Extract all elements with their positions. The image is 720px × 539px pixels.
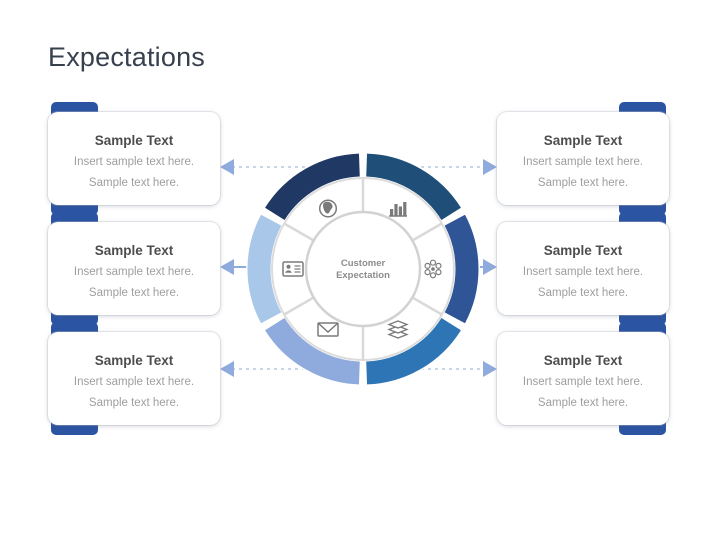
globe-icon xyxy=(318,199,338,218)
segment-divider xyxy=(410,295,443,316)
card-title: Sample Text xyxy=(543,353,623,368)
bar-chart-icon xyxy=(389,202,407,217)
card-text-line: Sample text here. xyxy=(537,287,629,299)
atom-icon xyxy=(424,259,442,279)
id-card-icon xyxy=(282,261,304,277)
hub-circle[interactable] xyxy=(304,210,422,328)
connector-solid-middle-left xyxy=(233,266,249,268)
hub-title-line1: Customer xyxy=(341,258,386,269)
ring-segment-top-right[interactable] xyxy=(365,153,461,221)
card-title: Sample Text xyxy=(94,133,174,148)
envelope-icon xyxy=(317,322,339,337)
ring-segment-bottom-right[interactable] xyxy=(365,317,461,385)
card-text-line: Insert sample text here. xyxy=(522,376,644,388)
card-title: Sample Text xyxy=(543,133,623,148)
stack-icon xyxy=(387,320,409,339)
card-text-line: Insert sample text here. xyxy=(73,266,195,278)
expectation-wheel: Customer Expectation xyxy=(246,152,480,386)
card-right-top[interactable]: Sample Text Insert sample text here. Sam… xyxy=(497,102,669,215)
card-title: Sample Text xyxy=(543,243,623,258)
card-text-line: Sample text here. xyxy=(537,177,629,189)
card-left-top[interactable]: Sample Text Insert sample text here. Sam… xyxy=(48,102,220,215)
arrowhead-left-bottom xyxy=(220,361,234,377)
card-left-bottom[interactable]: Sample Text Insert sample text here. Sam… xyxy=(48,322,220,435)
ring-segment-bottom-left[interactable] xyxy=(265,317,361,385)
card-text-line: Insert sample text here. xyxy=(522,266,644,278)
slide-title: Expectations xyxy=(48,42,205,72)
arrowhead-right-bottom xyxy=(483,361,497,377)
ring-segment-top-left[interactable] xyxy=(265,153,361,221)
card-left-middle[interactable]: Sample Text Insert sample text here. Sam… xyxy=(48,212,220,325)
arrowhead-left-top xyxy=(220,159,234,175)
segment-divider xyxy=(410,222,443,243)
card-text-line: Insert sample text here. xyxy=(73,376,195,388)
card-right-middle[interactable]: Sample Text Insert sample text here. Sam… xyxy=(497,212,669,325)
arrowhead-right-middle xyxy=(483,259,497,275)
segment-divider xyxy=(283,222,316,243)
ring-segment-left[interactable] xyxy=(247,214,282,324)
hub-title-line2: Expectation xyxy=(336,270,390,281)
arrowhead-right-top xyxy=(483,159,497,175)
segment-divider xyxy=(283,295,316,316)
ring-segment-right[interactable] xyxy=(444,214,479,324)
card-text-line: Sample text here. xyxy=(537,397,629,409)
card-title: Sample Text xyxy=(94,243,174,258)
card-text-line: Sample text here. xyxy=(88,287,180,299)
card-right-bottom[interactable]: Sample Text Insert sample text here. Sam… xyxy=(497,322,669,435)
card-text-line: Insert sample text here. xyxy=(522,156,644,168)
card-text-line: Sample text here. xyxy=(88,397,180,409)
card-text-line: Sample text here. xyxy=(88,177,180,189)
card-text-line: Insert sample text here. xyxy=(73,156,195,168)
arrowhead-left-middle xyxy=(220,259,234,275)
card-title: Sample Text xyxy=(94,353,174,368)
